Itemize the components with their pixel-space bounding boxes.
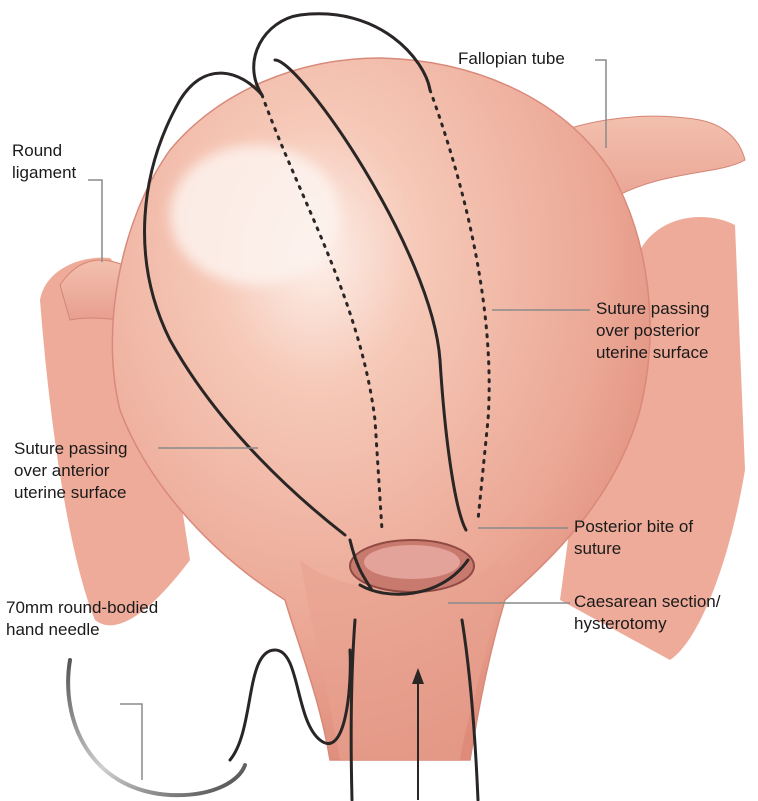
leader-round-ligament xyxy=(88,180,102,262)
uterus-highlight xyxy=(170,145,340,285)
label-round-ligament: Round ligament xyxy=(12,140,76,184)
label-fallopian-tube: Fallopian tube xyxy=(458,48,565,70)
label-caesarean-section: Caesarean section/ hysterotomy xyxy=(574,591,720,635)
label-suture-anterior: Suture passing over anterior uterine sur… xyxy=(14,438,127,504)
label-needle: 70mm round-bodied hand needle xyxy=(6,597,158,641)
label-suture-posterior: Suture passing over posterior uterine su… xyxy=(596,298,709,364)
leader-needle xyxy=(120,704,142,780)
label-posterior-bite: Posterior bite of suture xyxy=(574,516,693,560)
needle-shape xyxy=(68,660,245,795)
